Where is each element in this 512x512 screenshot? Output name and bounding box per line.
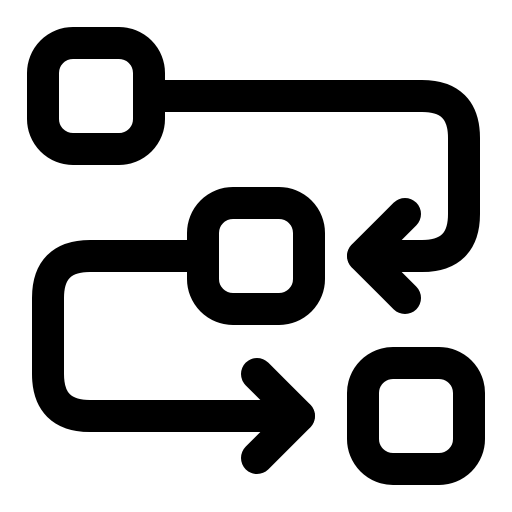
connector-middle-to-bottom xyxy=(32,240,315,432)
arrowhead-left xyxy=(347,198,421,314)
arrowhead-right xyxy=(241,358,315,474)
node-box-bottom-right xyxy=(347,347,485,485)
connector-top-to-middle xyxy=(133,80,480,272)
